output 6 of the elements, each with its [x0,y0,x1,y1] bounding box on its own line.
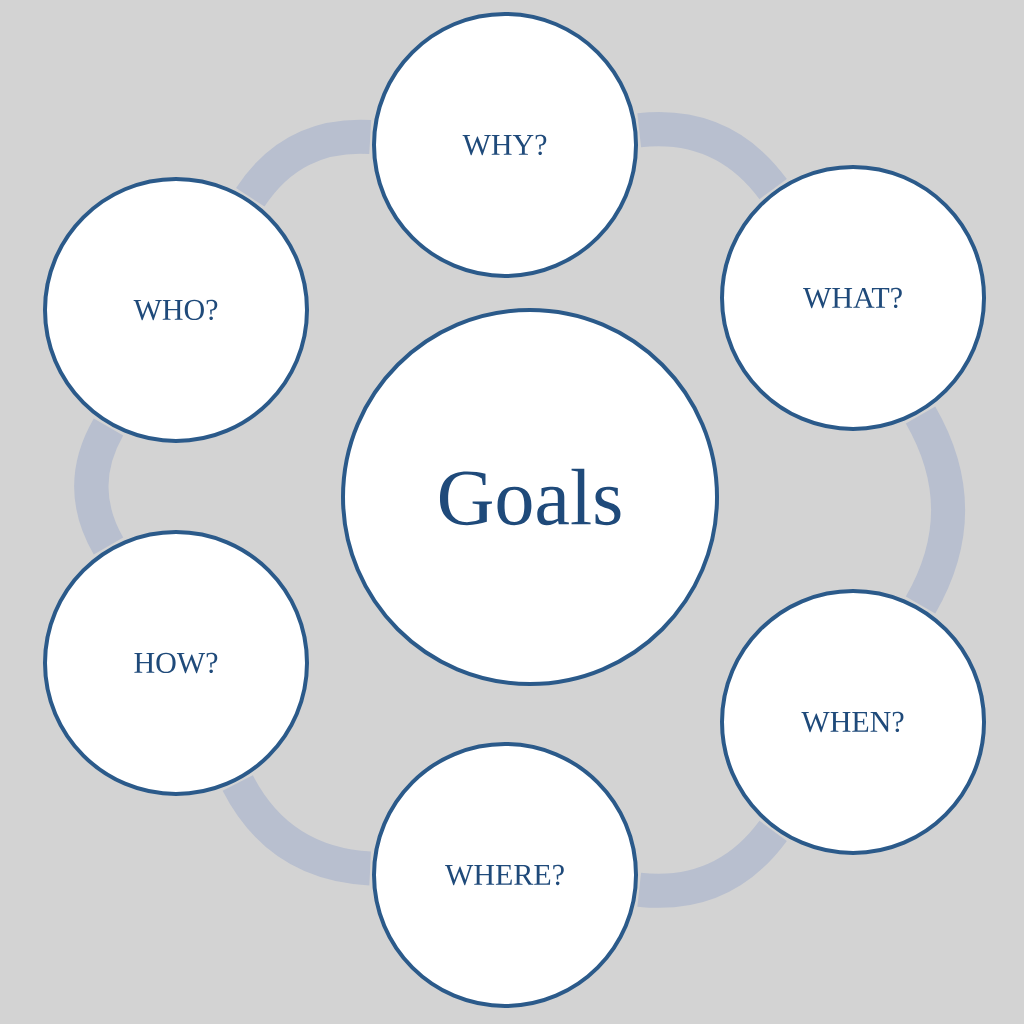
ring-segment [637,112,787,200]
ring-segment [222,774,372,886]
ring-segment [637,820,787,908]
ring-segment [236,119,371,208]
ring-segment [74,418,124,554]
ring-segment [905,406,965,614]
